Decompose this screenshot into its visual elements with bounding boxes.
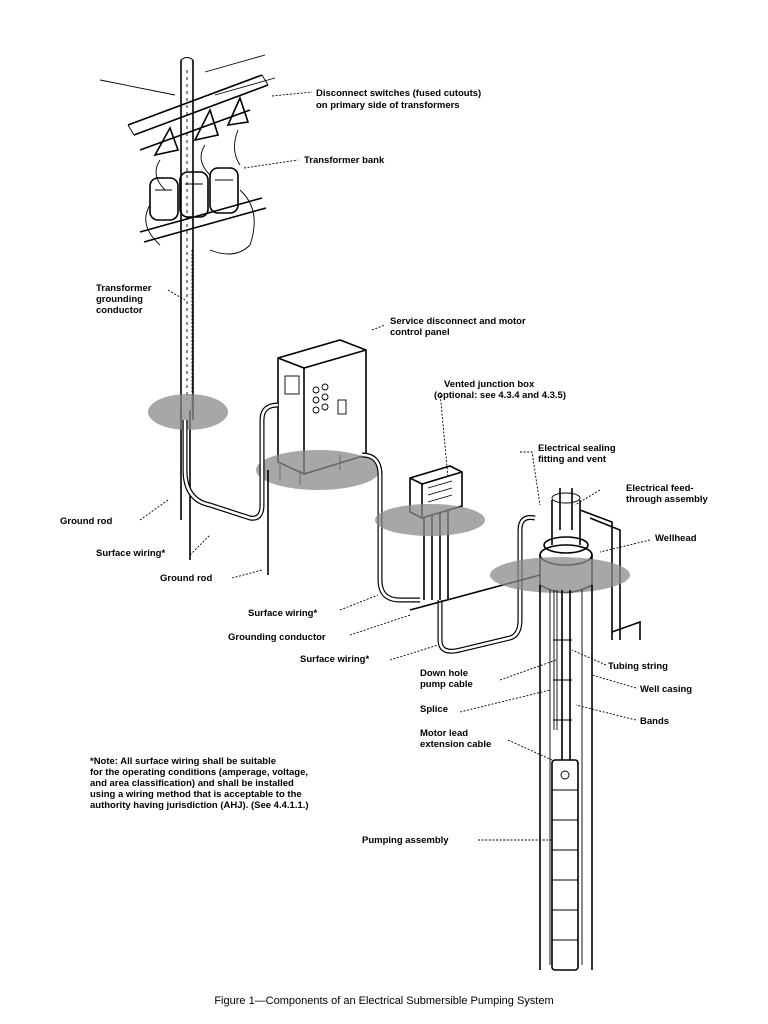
label-surface-wiring-1: Surface wiring*: [96, 548, 165, 559]
label-transformer-grounding-3: conductor: [96, 305, 143, 316]
label-vented-box-2: (optional: see 4.3.4 and 4.3.5): [434, 390, 566, 401]
label-sealing-fitting-1: Electrical sealing: [538, 443, 616, 454]
label-transformer-bank: Transformer bank: [304, 155, 385, 166]
note-line-2: for the operating conditions (amperage, …: [90, 767, 308, 778]
ground-surface-panel: [256, 450, 380, 490]
downhole-pump-cable: [553, 590, 572, 730]
label-downhole-cable-2: pump cable: [420, 679, 473, 690]
label-motor-lead-2: extension cable: [420, 739, 491, 750]
label-motor-lead-1: Motor lead: [420, 728, 468, 739]
label-service-disconnect-2: control panel: [390, 327, 450, 338]
ground-surface-pole: [148, 394, 228, 430]
disconnect-switches: [153, 95, 250, 191]
label-surface-wiring-3: Surface wiring*: [300, 654, 369, 665]
label-service-disconnect-1: Service disconnect and motor: [390, 316, 526, 327]
label-pumping-assembly: Pumping assembly: [362, 835, 449, 846]
label-surface-wiring-2: Surface wiring*: [248, 608, 317, 619]
label-sealing-fitting-2: fitting and vent: [538, 454, 607, 465]
well-casing: [539, 585, 593, 970]
note-line-5: authority having jurisdiction (AHJ). (Se…: [90, 800, 309, 811]
ground-surface-well: [490, 557, 630, 593]
utility-pole: [180, 57, 194, 420]
pumping-assembly: [551, 759, 579, 971]
surface-wiring-pole-to-panel: [182, 402, 279, 521]
figure-caption: Figure 1—Components of an Electrical Sub…: [214, 995, 553, 1007]
label-bands: Bands: [640, 716, 669, 727]
tubing-string: [561, 590, 571, 760]
label-feedthrough-2: through assembly: [626, 494, 709, 505]
note-line-1: *Note: All surface wiring shall be suita…: [90, 756, 276, 767]
label-downhole-cable-1: Down hole: [420, 668, 468, 679]
label-tubing-string: Tubing string: [608, 661, 668, 672]
label-feedthrough-1: Electrical feed-: [626, 483, 694, 494]
surface-wiring-note: *Note: All surface wiring shall be suita…: [90, 756, 309, 811]
label-wellhead: Wellhead: [655, 533, 697, 544]
label-disconnect-line2: on primary side of transformers: [316, 100, 460, 111]
surface-wiring-box-to-wellhead: [437, 515, 536, 654]
label-ground-rod-1: Ground rod: [60, 516, 112, 527]
label-vented-box-1: Vented junction box: [444, 379, 535, 390]
label-ground-rod-2: Ground rod: [160, 573, 212, 584]
transformer-bank: [139, 167, 267, 255]
crossarm: [99, 54, 276, 151]
note-line-3: and area classification) and shall be in…: [90, 778, 294, 789]
note-line-4: using a wiring method that is acceptable…: [90, 789, 302, 800]
label-transformer-grounding-1: Transformer: [96, 283, 152, 294]
label-transformer-grounding-2: grounding: [96, 294, 143, 305]
surface-wiring-panel-to-box: [361, 452, 420, 603]
labels: Disconnect switches (fused cutouts) on p…: [60, 88, 709, 846]
label-splice: Splice: [420, 704, 448, 715]
leader-lines: [139, 91, 651, 841]
label-grounding-conductor: Grounding conductor: [228, 632, 326, 643]
label-disconnect-line1: Disconnect switches (fused cutouts): [316, 88, 481, 99]
label-well-casing: Well casing: [640, 684, 692, 695]
